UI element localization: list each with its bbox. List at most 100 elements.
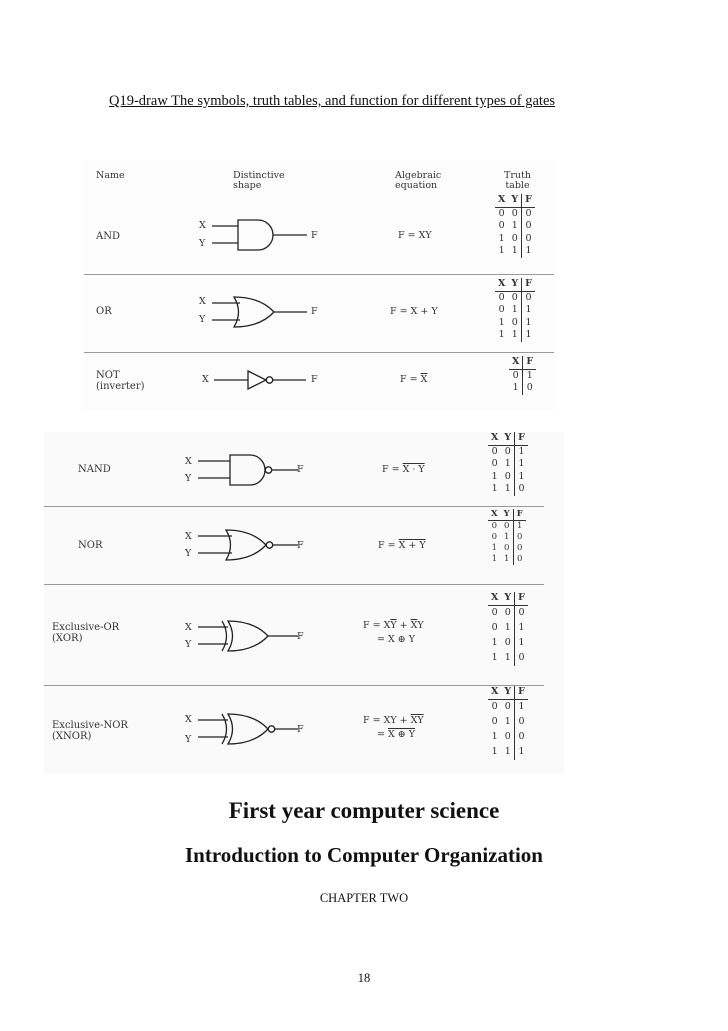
truth-table-cell: 1 xyxy=(503,532,510,542)
truth-table-cell: F xyxy=(521,194,535,208)
truth-table-cell: 1 xyxy=(511,245,518,256)
truth-table-cell: 0 xyxy=(521,291,535,304)
nor-output-f: F xyxy=(297,540,304,551)
truth-table-cell: 0 xyxy=(503,543,510,553)
truth-table-cell: 0 xyxy=(491,458,498,469)
truth-table-cell: 1 xyxy=(514,470,528,483)
truth-table-cell: 1 xyxy=(514,744,528,760)
and-gate-symbol xyxy=(212,219,307,251)
truth-table-cell: 0 xyxy=(491,700,498,712)
truth-table-cell: 0 xyxy=(498,304,505,315)
truth-table-cell: 1 xyxy=(511,304,518,315)
truth-table-cell: 1 xyxy=(521,329,535,342)
header-shape: Distinctive shape xyxy=(233,170,285,191)
truth-table-cell: 0 xyxy=(498,207,505,219)
truth-table-cell: Y xyxy=(501,432,515,446)
truth-table-cell: Y xyxy=(508,278,522,292)
xnor-input-x: X xyxy=(185,714,192,725)
truth-table-cell: 0 xyxy=(512,554,526,565)
truth-table-cell: 0 xyxy=(512,543,526,554)
truth-table-cell: 0 xyxy=(504,636,511,648)
xnor-input-y: Y xyxy=(185,734,192,745)
truth-table-cell: 1 xyxy=(511,220,518,231)
and-equation: F = XY xyxy=(398,230,432,241)
or-input-x: X xyxy=(199,296,206,307)
truth-table-cell: F xyxy=(522,356,537,370)
truth-table-cell: 0 xyxy=(521,207,535,220)
truth-table-cell: Y xyxy=(500,509,514,521)
truth-table-cell: 0 xyxy=(514,650,528,666)
xnor-equation-2: = X ⊕ Y xyxy=(377,729,416,740)
xor-gate-symbol xyxy=(198,620,298,652)
xor-input-y: Y xyxy=(185,639,192,650)
truth-table-cell: 0 xyxy=(503,521,510,531)
truth-table-cell: 1 xyxy=(504,458,511,469)
and-input-y: Y xyxy=(199,238,206,249)
and-input-x: X xyxy=(199,220,206,231)
truth-table-cell: 1 xyxy=(491,636,498,648)
truth-table-cell: 1 xyxy=(504,745,511,757)
truth-table-cell: 1 xyxy=(491,554,498,564)
truth-table-cell: X xyxy=(488,432,502,446)
truth-table-cell: 0 xyxy=(504,730,511,742)
question-text: Q19-draw The symbols, truth tables, and … xyxy=(109,93,556,109)
gate-name-xor: Exclusive-OR (XOR) xyxy=(52,622,120,644)
gates-figure-top: Name Distinctive shape Algebraic equatio… xyxy=(84,160,554,410)
truth-table-cell: Y xyxy=(501,592,515,606)
xnor-output-f: F xyxy=(297,724,304,735)
nor-equation: F = X + Y xyxy=(378,540,426,551)
gate-name-nor: NOR xyxy=(78,540,103,551)
truth-table-cell: 0 xyxy=(512,532,526,543)
truth-table-cell: 0 xyxy=(514,483,528,496)
truth-table-cell: 1 xyxy=(491,730,498,742)
and-output-f: F xyxy=(311,230,318,241)
not-equation: F = X xyxy=(400,374,428,385)
or-output-f: F xyxy=(311,306,318,317)
truth-table-cell: X xyxy=(488,592,502,606)
truth-table-cell: 0 xyxy=(512,369,519,381)
truth-table-cell: 1 xyxy=(491,483,498,494)
footer-chapter: CHAPTER TWO xyxy=(319,891,409,905)
truth-table-cell: 1 xyxy=(498,232,505,244)
xor-equation: F = XY + XY xyxy=(363,620,424,631)
truth-table-cell: 1 xyxy=(514,635,528,651)
truth-table-cell: 0 xyxy=(498,220,505,231)
truth-table-cell: 1 xyxy=(498,316,505,328)
truth-table-cell: 0 xyxy=(504,606,511,618)
truth-table-cell: 0 xyxy=(491,715,498,727)
truth-table-cell: 0 xyxy=(514,605,528,621)
gate-name-xnor: Exclusive-NOR (XNOR) xyxy=(52,720,128,742)
truth-table-cell: 1 xyxy=(522,369,537,382)
truth-table-cell: 0 xyxy=(491,532,498,542)
row-divider xyxy=(44,584,544,585)
header-truth: Truth table xyxy=(504,170,531,191)
truth-table-cell: F xyxy=(512,509,526,521)
truth-table-cell: 1 xyxy=(511,329,518,340)
truth-table-cell: 1 xyxy=(504,651,511,663)
xnor-equation: F = XY + XY xyxy=(363,715,424,726)
truth-table-cell: 0 xyxy=(504,700,511,712)
nand-input-x: X xyxy=(185,456,192,467)
not-input-x: X xyxy=(202,374,209,385)
truth-table-cell: 0 xyxy=(511,291,518,303)
header-name: Name xyxy=(96,170,125,181)
xor-equation-2: = X ⊕ Y xyxy=(377,634,416,645)
truth-table-cell: 0 xyxy=(521,220,535,233)
truth-table-cell: 0 xyxy=(514,729,528,745)
row-divider xyxy=(44,685,544,686)
truth-table-cell: 1 xyxy=(504,715,511,727)
truth-table-cell: F xyxy=(514,432,528,446)
truth-table-cell: F xyxy=(514,686,528,700)
footer-course-line: First year computer science xyxy=(228,798,500,823)
truth-table-cell: 0 xyxy=(491,621,498,633)
truth-table-cell: 0 xyxy=(491,606,498,618)
xor-output-f: F xyxy=(297,631,304,642)
truth-table-cell: 1 xyxy=(521,316,535,329)
truth-table-cell: F xyxy=(514,592,528,606)
header-equation: Algebraic equation xyxy=(395,170,442,191)
